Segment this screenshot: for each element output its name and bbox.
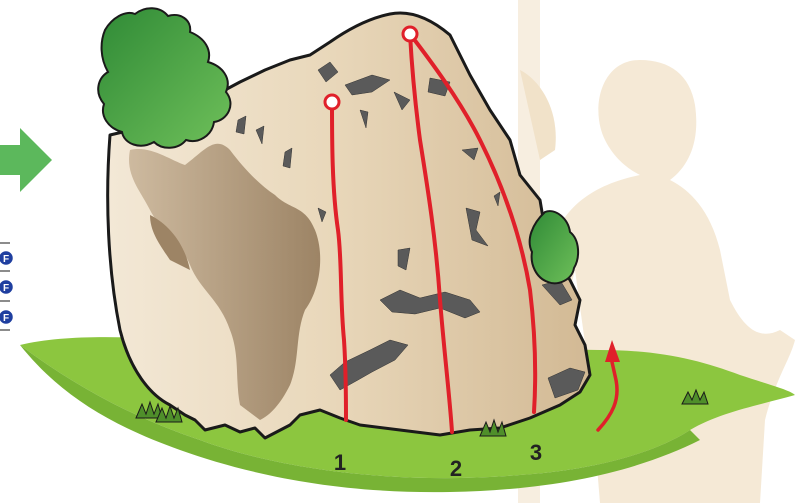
badge-letter: F (3, 313, 9, 324)
badge-letter: F (3, 254, 9, 265)
route-number-3: 3 (530, 440, 542, 465)
badge-3: F (0, 310, 14, 325)
badge-1: F (0, 251, 14, 266)
anchor-route-1 (325, 95, 339, 109)
badge-letter: F (3, 283, 9, 294)
route-number-1: 1 (334, 450, 346, 475)
badge-2: F (0, 280, 14, 295)
route-number-2: 2 (450, 456, 462, 481)
difficulty-legend: F F F (0, 243, 14, 330)
tree-left (98, 8, 230, 148)
anchor-route-2-3 (403, 27, 417, 41)
arrow-right-icon (0, 128, 52, 192)
